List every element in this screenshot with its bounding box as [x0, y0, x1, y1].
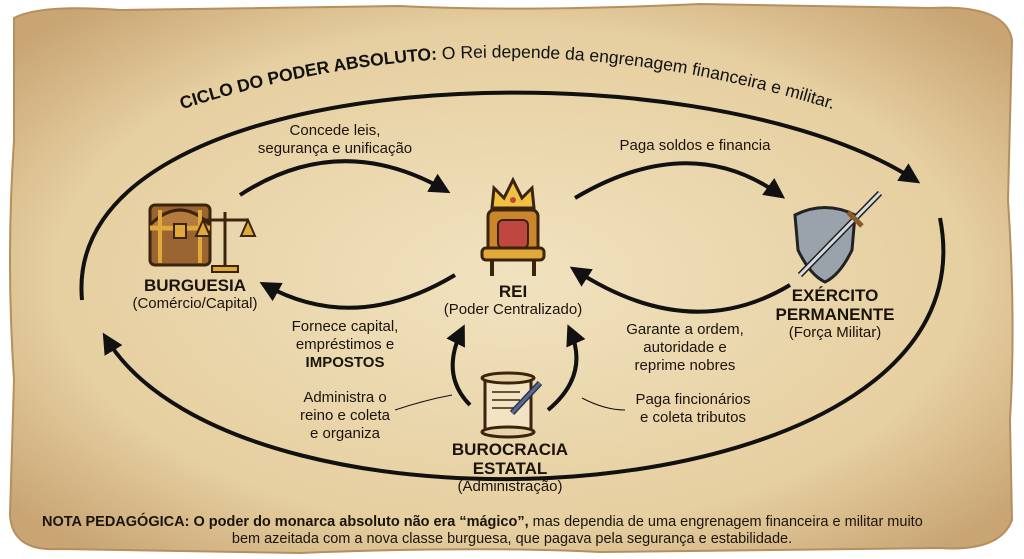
edge-label-line: segurança e unificação: [257, 140, 413, 157]
pedagogical-note: NOTA PEDAGÓGICA: O poder do monarca abso…: [42, 514, 982, 548]
edge-label-line: reprime nobres: [634, 357, 736, 374]
note-line2: bem azeitada com a nova classe burguesa,…: [231, 531, 793, 547]
parchment-background: [8, 2, 1014, 555]
edge-label-garante-ordem: Garante a ordem, autoridade e reprime no…: [605, 321, 765, 375]
edge-label-line: reino e coleta: [299, 407, 391, 424]
arrow-rei-to-exercito: [573, 161, 786, 200]
node-burguesia: BURGUESIA (Comércio/Capital): [110, 276, 280, 313]
edge-label-line: autoridade e: [643, 339, 727, 356]
edge-label-line: Garante a ordem,: [626, 321, 744, 338]
shield-and-sword-icon: [793, 190, 883, 284]
pointer-line-left: [394, 394, 453, 411]
node-exercito: EXÉRCITO PERMANENTE (Força Militar): [760, 286, 910, 342]
edge-label-line: Paga fincionários: [635, 391, 751, 408]
node-burocracia: BUROCRACIA ESTATAL (Administração): [430, 440, 590, 496]
edge-label-line: empréstimos e: [295, 336, 395, 353]
burguesia-subtitle: (Comércio/Capital): [132, 295, 258, 312]
edge-label-line: Fornece capital,: [291, 318, 399, 335]
throne-with-crown-icon: [480, 176, 546, 276]
edge-label-line: Administra o: [303, 389, 387, 406]
exercito-title-line2: PERMANENTE: [775, 305, 895, 324]
note-bold-part: O poder do monarca absoluto não era “mág…: [189, 514, 529, 530]
note-label: NOTA PEDAGÓGICA:: [42, 514, 190, 530]
burocracia-title-line2: ESTATAL: [472, 459, 548, 478]
arrow-rei-to-burguesia: [259, 273, 457, 310]
edge-label-administra: Administra o reino e coleta e organiza: [285, 389, 405, 443]
edge-label-fornece-capital: Fornece capital, empréstimos e IMPOSTOS: [270, 318, 420, 372]
arrow-burguesia-to-rei: [238, 159, 451, 197]
burocracia-subtitle: (Administração): [457, 478, 563, 495]
arrow-burocracia-right-up: [546, 324, 586, 412]
pointer-line-right: [581, 397, 626, 411]
scroll-and-quill-icon: [480, 371, 543, 439]
edge-label-line: Concede leis,: [289, 122, 381, 139]
edge-label-line: e organiza: [309, 425, 381, 442]
burguesia-title: BURGUESIA: [143, 276, 246, 295]
note-line1-rest: mas dependia de uma engrenagem financeir…: [528, 514, 923, 530]
outer-cycle-arc-top: [79, 90, 921, 301]
rei-title: REI: [498, 282, 528, 301]
arrow-burocracia-left-up: [446, 324, 472, 407]
outer-cycle-arc-bottom: [102, 217, 946, 482]
edge-label-paga-funcionarios: Paga fincionários e coleta tributos: [618, 391, 768, 427]
edge-label-bold: IMPOSTOS: [305, 354, 385, 371]
edge-label-paga-soldos: Paga soldos e financia: [595, 137, 795, 155]
edge-label-line: Paga soldos e financia: [619, 137, 771, 154]
node-rei: REI (Poder Centralizado): [420, 282, 606, 319]
edge-label-concede-leis: Concede leis, segurança e unificação: [240, 122, 430, 158]
edge-label-line: e coleta tributos: [640, 409, 746, 426]
exercito-title-line1: EXÉRCITO: [791, 286, 879, 305]
rei-subtitle: (Poder Centralizado): [443, 301, 583, 318]
exercito-subtitle: (Força Militar): [788, 324, 882, 341]
arrow-exercito-to-rei: [569, 266, 792, 314]
burocracia-title-line1: BUROCRACIA: [451, 440, 569, 459]
treasure-chest-with-scales-icon: [148, 203, 257, 273]
